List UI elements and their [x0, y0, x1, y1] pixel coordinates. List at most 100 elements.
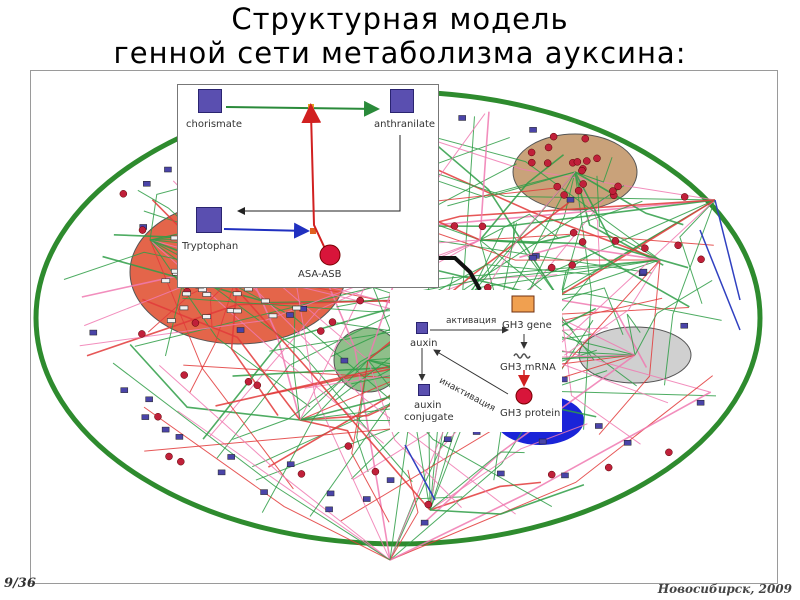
- network-gene-node: [574, 158, 581, 165]
- footer-location-year: Новосибирск, 2009: [658, 582, 792, 596]
- network-substance-node: [146, 397, 153, 402]
- network-substance-node: [497, 471, 504, 476]
- network-substance-node: [624, 440, 631, 445]
- network-gene-node: [154, 413, 161, 420]
- network-substance-node: [561, 473, 568, 478]
- network-gene-node: [593, 155, 600, 162]
- network-edge: [130, 344, 300, 420]
- network-substance-node: [567, 197, 574, 202]
- network-substance-node: [261, 490, 268, 495]
- network-gene-node: [583, 158, 590, 165]
- network-substance-node: [681, 323, 688, 328]
- network-gene-node: [138, 330, 145, 337]
- gh3-protein-node: [516, 388, 532, 404]
- network-gene-node: [166, 453, 173, 460]
- chorismate-label: chorismate: [186, 119, 242, 130]
- network-substance-node: [143, 181, 150, 186]
- network-gene-node: [681, 193, 688, 200]
- anthranilate-label: anthranilate: [374, 119, 435, 130]
- network-gene-node: [479, 223, 486, 230]
- network-gene-node: [357, 297, 364, 304]
- gh3-gene-node: [512, 296, 534, 312]
- network-substance-node: [121, 388, 128, 393]
- network-substance-node: [164, 167, 171, 172]
- network-substance-node: [326, 507, 333, 512]
- page-number: 9/36: [4, 576, 36, 591]
- network-gene-node: [575, 187, 582, 194]
- network-gene-node: [545, 144, 552, 151]
- network-substance-node: [363, 497, 370, 502]
- tryptophan-flux: [224, 229, 308, 231]
- network-substance-node: [218, 470, 225, 475]
- network-gene-node: [245, 378, 252, 385]
- network-substance-node: [421, 520, 428, 525]
- nucleus-gene-node: [203, 293, 211, 297]
- network-gene-node: [544, 160, 551, 167]
- network-gene-node: [451, 223, 458, 230]
- network-substance-node: [529, 255, 536, 260]
- network-gene-node: [177, 458, 184, 465]
- network-gene-node: [570, 229, 577, 236]
- asa-asb-label: ASA-ASB: [298, 269, 341, 280]
- network-gene-node: [554, 183, 561, 190]
- network-edge: [178, 411, 390, 560]
- network-substance-node: [387, 478, 394, 483]
- network-substance-node: [176, 434, 183, 439]
- network-gene-node: [582, 135, 589, 142]
- tryptophan-label: Tryptophan: [182, 241, 238, 252]
- network-gene-node: [425, 501, 432, 508]
- nucleus-gene-node: [203, 315, 211, 319]
- nucleus-gene-node: [269, 314, 277, 318]
- auxin-conjugate-node: [418, 384, 430, 396]
- nucleus-gene-node: [233, 309, 241, 313]
- network-substance-node: [341, 358, 348, 363]
- gh3-protein-label: GH3 protein: [500, 408, 560, 419]
- tryptophan-node: [196, 207, 222, 233]
- network-substance-node: [287, 462, 294, 467]
- network-substance-node: [530, 127, 537, 132]
- activation-edge-label: активация: [446, 316, 496, 326]
- gh3-regulation-inset: auxin auxin conjugate GH3 gene GH3 mRNA …: [390, 290, 562, 432]
- network-substance-node: [444, 437, 451, 442]
- network-gene-node: [641, 245, 648, 252]
- nucleus-gene-node: [162, 279, 170, 283]
- network-edge: [715, 200, 740, 300]
- network-gene-node: [578, 167, 585, 174]
- nucleus-gene-node: [183, 292, 191, 296]
- network-gene-node: [698, 256, 705, 263]
- enzyme-junction: [308, 104, 314, 110]
- network-gene-node: [569, 262, 576, 269]
- network-gene-node: [548, 264, 555, 271]
- network-gene-node: [609, 188, 616, 195]
- network-gene-node: [372, 468, 379, 475]
- network-substance-node: [459, 115, 466, 120]
- network-gene-node: [675, 242, 682, 249]
- network-gene-node: [528, 149, 535, 156]
- network-substance-node: [595, 423, 602, 428]
- network-gene-node: [528, 159, 535, 166]
- network-gene-node: [579, 238, 586, 245]
- network-gene-node: [139, 227, 146, 234]
- network-gene-node: [120, 190, 127, 197]
- nucleus-gene-node: [261, 299, 269, 303]
- network-gene-node: [550, 133, 557, 140]
- network-gene-node: [548, 471, 555, 478]
- nucleus-gene-node: [233, 292, 241, 296]
- auxin-label: auxin: [410, 338, 438, 349]
- network-substance-node: [162, 427, 169, 432]
- network-edge: [144, 407, 390, 560]
- network-gene-node: [612, 238, 619, 245]
- network-substance-node: [142, 415, 149, 420]
- network-gene-node: [317, 328, 324, 335]
- network-substance-node: [228, 454, 235, 459]
- chorismate-to-anthranilate: [226, 107, 378, 109]
- anthranilate-node: [390, 89, 414, 113]
- network-substance-node: [287, 312, 294, 317]
- network-gene-node: [580, 180, 587, 187]
- network-substance-node: [697, 400, 704, 405]
- network-gene-node: [192, 319, 199, 326]
- gh3-gene-label: GH3 gene: [502, 320, 552, 331]
- network-edge: [700, 230, 740, 330]
- asa-asb-node: [320, 245, 340, 265]
- network-gene-node: [561, 191, 568, 198]
